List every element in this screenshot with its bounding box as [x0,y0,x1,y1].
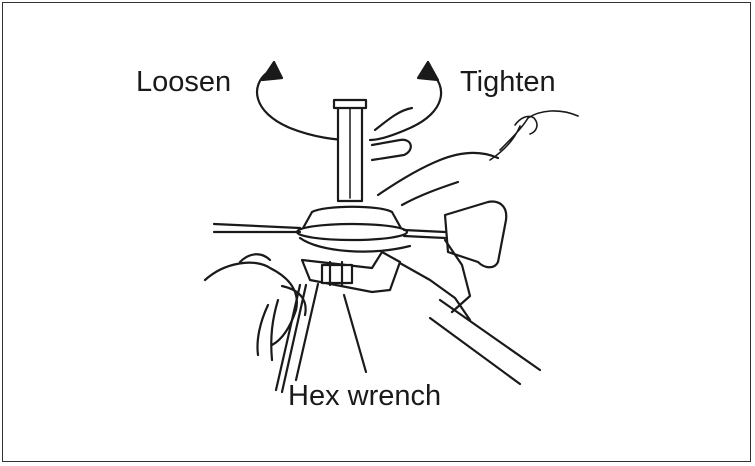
loosen-arrowhead [260,60,284,82]
lower-hand [203,253,307,362]
tighten-label: Tighten [460,66,556,98]
upper-hand [370,106,500,207]
tighten-arrowhead [416,60,440,82]
hex-wrench [274,283,308,394]
blade-arm [212,222,447,240]
loosen-arrow [255,70,352,142]
blade-bracket [443,200,508,269]
hex-wrench-label: Hex wrench [288,380,442,412]
loosen-label: Loosen [136,66,232,98]
tighten-arrow [368,70,443,142]
